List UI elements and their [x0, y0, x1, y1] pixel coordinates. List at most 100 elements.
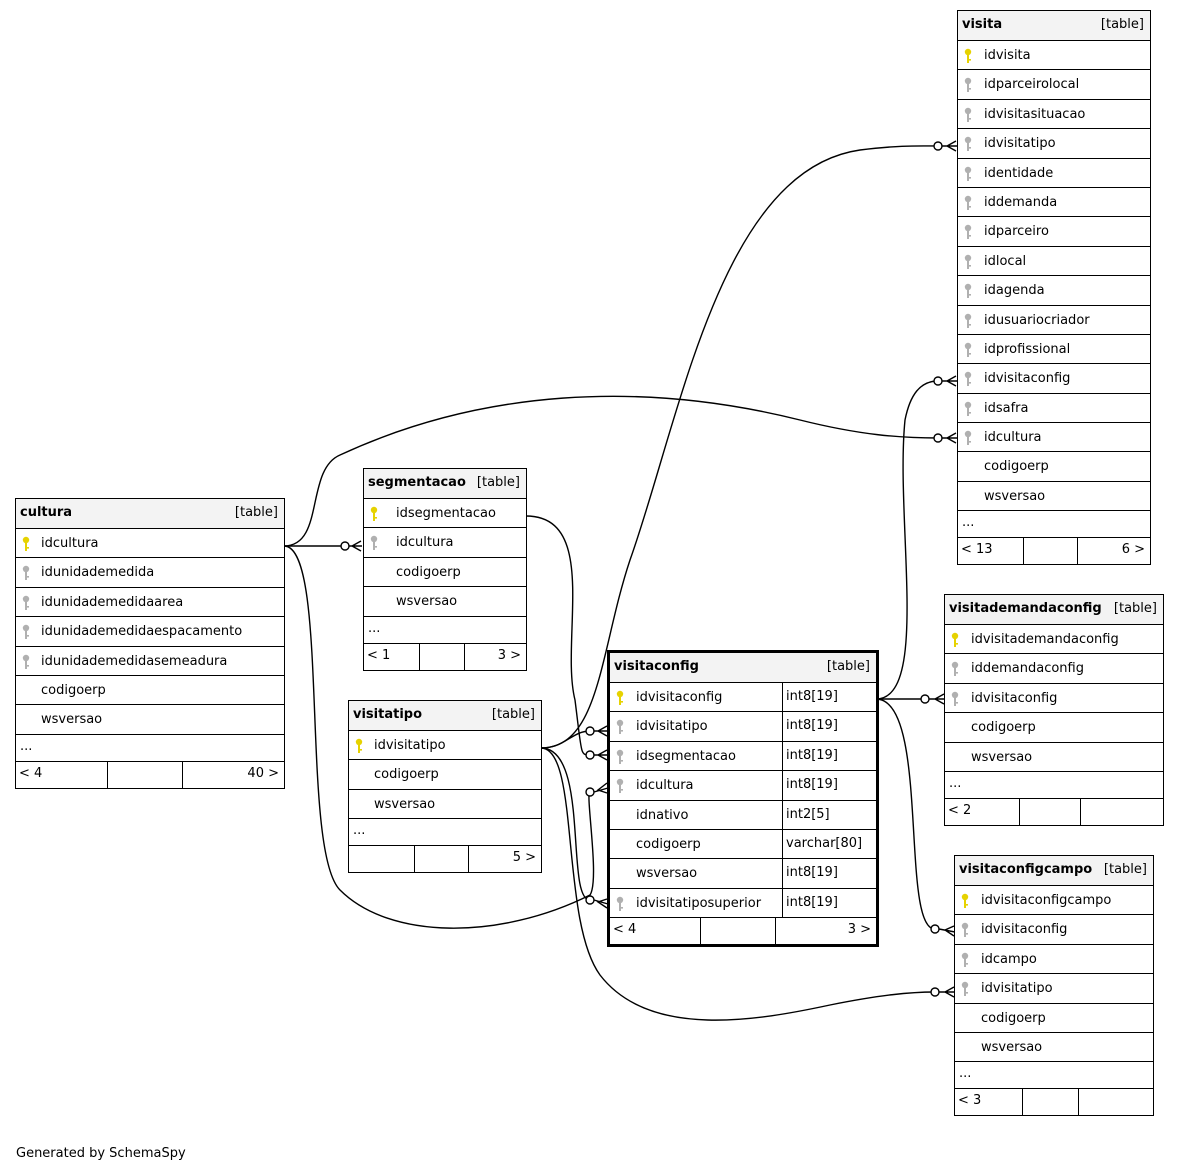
parents-count[interactable]: < 2 — [948, 802, 972, 818]
more-columns[interactable]: ... — [955, 1062, 1153, 1090]
column-row[interactable]: iddemandaconfig — [945, 654, 1163, 684]
column-row[interactable]: codigoerp — [349, 760, 541, 790]
column-name: idunidademedidaespacamento — [41, 624, 243, 640]
column-row[interactable]: codigoerp — [945, 713, 1163, 743]
column-row[interactable]: idparceiro — [958, 217, 1150, 247]
column-row[interactable]: idvisitaconfig — [945, 684, 1163, 714]
table-type: [table] — [1100, 17, 1144, 32]
column-row[interactable]: idagenda — [958, 276, 1150, 306]
column-type: int8[19] — [782, 888, 876, 918]
column-row[interactable]: idcultura — [364, 528, 526, 558]
children-count[interactable]: 3 > — [847, 922, 871, 938]
table-visita[interactable]: visita [table] idvisita idparceirolocal idvi… — [957, 10, 1151, 566]
column-row[interactable]: idvisitatipo — [349, 731, 541, 761]
column-row[interactable]: idvisitasituacao — [958, 100, 1150, 130]
table-header: visitaconfig[table] — [610, 653, 876, 683]
parents-count[interactable]: < 1 — [367, 647, 391, 663]
column-row[interactable]: idvisitatipo — [958, 129, 1150, 159]
more-columns[interactable]: ... — [364, 617, 526, 644]
column-type: varchar[80] — [782, 829, 876, 859]
children-count[interactable]: 6 > — [1121, 542, 1145, 558]
column-row[interactable]: idcultura — [16, 529, 284, 559]
column-row[interactable]: codigoerp — [955, 1004, 1153, 1033]
table-footer: < 13 6 > — [958, 538, 1150, 565]
column-row[interactable]: idunidademedida — [16, 558, 284, 588]
column-row[interactable]: codigoerp — [364, 558, 526, 588]
foreign-key-icon — [963, 195, 973, 211]
column-row[interactable]: idcultura — [958, 423, 1150, 453]
table-name: visita — [962, 17, 1003, 32]
column-row[interactable]: wsversao — [955, 1033, 1153, 1063]
column-row[interactable]: identidade — [958, 159, 1150, 188]
column-row[interactable]: idvisitatipo — [955, 974, 1153, 1004]
children-count[interactable] — [1158, 799, 1163, 825]
column-row[interactable]: idcampo — [955, 945, 1153, 975]
column-row[interactable]: idvisitademandaconfig — [945, 625, 1163, 655]
column-name: codigoerp — [374, 767, 439, 783]
parents-count[interactable]: < 13 — [961, 542, 993, 558]
table-visitademandaconfig[interactable]: visitademandaconfig[table]idvisitademand… — [944, 594, 1164, 826]
column-row[interactable]: idvisita — [958, 41, 1150, 71]
more-columns[interactable]: ... — [16, 735, 284, 762]
parents-count[interactable] — [349, 846, 352, 872]
column-row[interactable]: idunidademedidaarea — [16, 588, 284, 618]
column-row[interactable]: wsversao — [958, 482, 1150, 512]
foreign-key-icon — [963, 401, 973, 417]
column-row[interactable]: idsafra — [958, 394, 1150, 424]
foreign-key-icon — [960, 922, 970, 938]
column-row[interactable]: idlocal — [958, 247, 1150, 277]
column-name: codigoerp — [971, 720, 1036, 736]
column-row[interactable]: wsversao — [16, 705, 284, 735]
column-row[interactable]: idusuariocriador — [958, 306, 1150, 335]
column-row[interactable]: idvisitaconfig — [958, 364, 1150, 394]
table-footer: < 4 3 > — [610, 918, 876, 945]
column-row[interactable]: iddemanda — [958, 188, 1150, 218]
column-row[interactable]: idunidademedidasemeadura — [16, 647, 284, 676]
foreign-key-icon — [963, 371, 973, 387]
column-name: idparceirolocal — [984, 77, 1080, 93]
column-row[interactable]: idvisitaconfigcampo — [955, 886, 1153, 916]
table-header: visitademandaconfig[table] — [945, 595, 1163, 625]
children-count[interactable]: 40 > — [247, 765, 279, 781]
relation-visitatipo-visita — [540, 145, 939, 749]
parents-count[interactable]: < 4 — [613, 922, 637, 938]
children-count[interactable]: 3 > — [497, 647, 521, 663]
column-row[interactable]: idsegmentacao — [364, 499, 526, 529]
column-name: idvisitasituacao — [984, 106, 1086, 122]
table-footer: 5 > — [349, 846, 541, 873]
more-columns[interactable]: ... — [945, 772, 1163, 799]
column-row[interactable]: codigoerp — [16, 676, 284, 706]
column-row[interactable]: codigoerp — [958, 452, 1150, 482]
column-name: codigoerp — [981, 1010, 1046, 1026]
column-row[interactable]: idvisitaconfig — [955, 915, 1153, 945]
column-row[interactable]: idunidademedidaespacamento — [16, 617, 284, 647]
children-count[interactable] — [1148, 1089, 1153, 1115]
column-name: wsversao — [984, 488, 1046, 504]
column-row[interactable]: idprofissional — [958, 335, 1150, 365]
column-row[interactable]: idparceirolocal — [958, 70, 1150, 100]
column-row[interactable]: wsversao — [945, 743, 1163, 772]
more-columns[interactable]: ... — [958, 511, 1150, 539]
parents-count[interactable]: < 3 — [958, 1093, 982, 1109]
primary-key-icon — [960, 893, 970, 909]
parents-count[interactable]: < 4 — [19, 765, 43, 781]
children-count[interactable]: 5 > — [512, 850, 536, 866]
column-row[interactable]: wsversao — [364, 587, 526, 617]
table-visitaconfigcampo[interactable]: visitaconfigcampo[table]idvisitaconfigca… — [954, 855, 1154, 1117]
column-row[interactable]: wsversao — [349, 790, 541, 820]
column-name: idsegmentacao — [636, 748, 736, 764]
many-end-visitaconfig-idvisitatiposuperior — [585, 895, 609, 909]
more-columns[interactable]: ... — [349, 819, 541, 847]
